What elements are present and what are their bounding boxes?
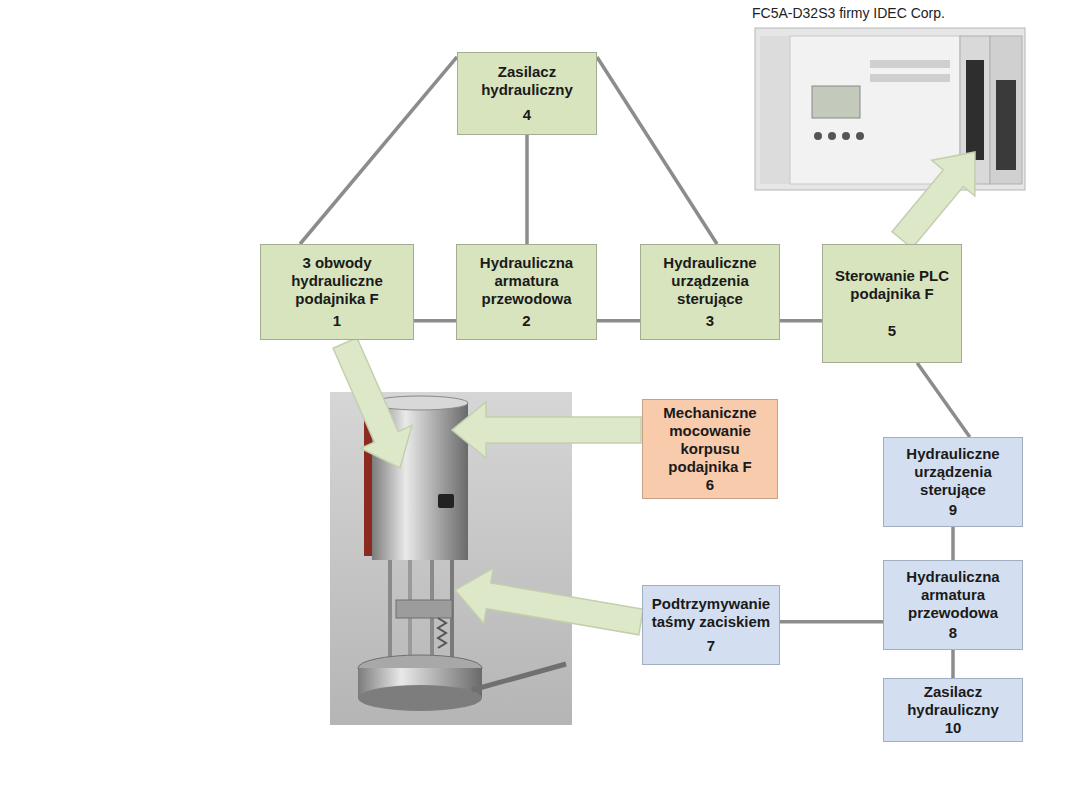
connector-line [414, 319, 456, 323]
box-label: Hydrauliczna armatura przewodowa [890, 568, 1016, 622]
pointer-arrow [452, 402, 641, 458]
pointer-arrow [333, 338, 412, 468]
box-label: Sterowanie PLC podajnika F [829, 267, 955, 303]
process-box: Mechaniczne mocowanie korpusu podajnika … [642, 399, 778, 499]
connector-line [597, 57, 717, 244]
connector-line [951, 527, 955, 560]
box-label: Podtrzymywanie taśmy zaciskiem [649, 595, 773, 631]
process-box: Zasilacz hydrauliczny 4 [457, 52, 597, 135]
callout-number: 8 [890, 624, 1016, 642]
process-box: Hydrauliczne urządzenia sterujące 9 [883, 437, 1023, 527]
process-box: Sterowanie PLC podajnika F 5 [822, 244, 962, 363]
callout-number: 3 [647, 312, 773, 330]
pointer-arrows [333, 152, 975, 635]
callout-number: 1 [267, 312, 407, 330]
process-box: Hydrauliczna armatura przewodowa 8 [883, 560, 1023, 650]
process-box: 3 obwody hydrauliczne podajnika F 1 [260, 244, 414, 340]
process-box: Podtrzymywanie taśmy zaciskiem 7 [642, 585, 780, 665]
process-box: Zasilacz hydrauliczny10 [883, 678, 1023, 742]
box-label: Mechaniczne mocowanie korpusu podajnika … [649, 404, 771, 476]
connector-line [525, 135, 529, 244]
box-label: Hydrauliczna armatura przewodowa [463, 254, 590, 308]
pointer-arrow [455, 568, 643, 635]
pointer-arrow [892, 152, 975, 248]
connector-line [300, 57, 457, 244]
callout-number: 4 [464, 106, 590, 124]
callout-number: 6 [649, 476, 771, 494]
connector-line [780, 319, 822, 323]
callout-number: 7 [649, 637, 773, 655]
plc-photo [755, 28, 1025, 190]
process-box: Hydrauliczna armatura przewodowa 2 [456, 244, 597, 340]
box-label: Zasilacz hydrauliczny [890, 683, 1016, 719]
box-label: 3 obwody hydrauliczne podajnika F [267, 254, 407, 308]
connector-line [597, 319, 640, 323]
box-label: Zasilacz hydrauliczny [464, 63, 590, 99]
connector-line [951, 650, 955, 678]
box-label: Hydrauliczne urządzenia sterujące [890, 445, 1016, 499]
caption-label: FC5A-D32S3 firmy IDEC Corp. [752, 5, 945, 22]
callout-number: 9 [890, 501, 1016, 519]
connector-line [780, 620, 883, 624]
callout-number: 2 [463, 312, 590, 330]
connector-line [917, 363, 970, 437]
callout-number: 10 [890, 719, 1016, 737]
callout-number: 5 [829, 322, 955, 340]
process-box: Hydrauliczne urządzenia sterujące 3 [640, 244, 780, 340]
box-label: Hydrauliczne urządzenia sterujące [647, 254, 773, 308]
